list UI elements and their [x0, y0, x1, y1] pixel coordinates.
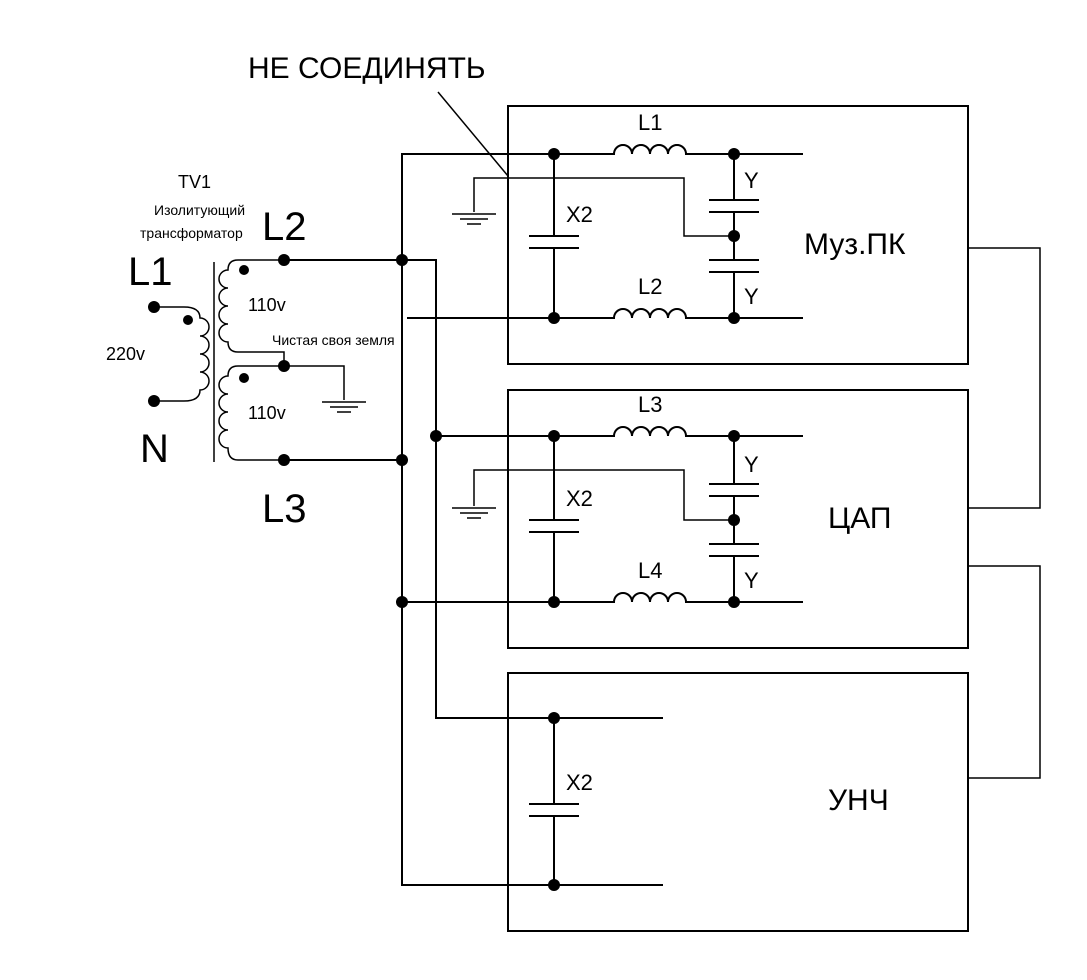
music-pc-title: Муз.ПК — [804, 228, 906, 261]
amplifier-enclosure — [507, 672, 969, 932]
music-pc-x2-label: X2 — [566, 202, 593, 227]
transformer-tv1: TV1 Изолитующий трансформатор L1 N 220v … — [106, 172, 395, 531]
dac-y-top-label: Y — [744, 452, 759, 477]
transformer-description-line1: Изолитующий — [154, 202, 245, 218]
primary-polarity-dot — [183, 315, 193, 325]
link-dac-to-amplifier — [968, 565, 1041, 779]
dac-ground-icon — [452, 507, 496, 519]
dac-inductor-bottom — [612, 592, 688, 604]
music-pc-enclosure — [507, 105, 969, 365]
dac-inductor-top-label: L3 — [638, 392, 662, 417]
music-pc-ground-icon — [452, 213, 496, 225]
secondary-upper-winding — [218, 259, 285, 366]
block-dac: ЦАП L3 L4 X2 Y Y — [452, 389, 969, 649]
music-pc-y-bottom-label: Y — [744, 284, 759, 309]
transformer-name: TV1 — [178, 172, 211, 192]
secondary-upper-polarity-dot — [239, 265, 249, 275]
warning-label: НЕ СОЕДИНЯТЬ — [248, 52, 486, 85]
music-pc-y-top-label: Y — [744, 168, 759, 193]
amplifier-title: УНЧ — [828, 784, 889, 817]
amplifier-x2-label: X2 — [566, 770, 593, 795]
secondary-upper-voltage-label: 110v — [248, 295, 286, 315]
clean-ground-label: Чистая своя земля — [272, 332, 395, 348]
dac-x2-label: X2 — [566, 486, 593, 511]
music-pc-ground-wire — [473, 177, 734, 237]
terminal-l2-label: L2 — [262, 205, 307, 249]
primary-voltage-label: 220v — [106, 344, 145, 364]
music-pc-inductor-bottom — [612, 308, 688, 320]
dac-inductor-bottom-label: L4 — [638, 558, 662, 583]
music-pc-inductor-bottom-label: L2 — [638, 274, 662, 299]
music-pc-inductor-top-label: L1 — [638, 110, 662, 135]
dac-enclosure — [507, 389, 969, 649]
link-music-pc-to-dac — [968, 247, 1041, 509]
secondary-lower-polarity-dot — [239, 373, 249, 383]
dac-y-bottom-label: Y — [744, 568, 759, 593]
terminal-l1-label: L1 — [128, 250, 173, 294]
dac-title: ЦАП — [828, 502, 891, 535]
center-tap-ground-wire — [284, 365, 345, 400]
secondary-lower-winding — [218, 365, 284, 461]
terminal-l3-label: L3 — [262, 487, 307, 531]
terminal-l1-dot — [148, 301, 160, 313]
block-music-pc: Муз.ПК L1 L2 X2 Y Y — [452, 105, 969, 365]
warning-leader-line — [437, 91, 509, 177]
chassis-links — [968, 247, 1041, 779]
dac-inductor-top — [612, 426, 688, 438]
primary-winding — [154, 306, 210, 402]
dac-ground-wire — [473, 469, 734, 521]
secondary-lower-voltage-label: 110v — [248, 403, 286, 423]
transformer-description-line2: трансформатор — [140, 225, 243, 241]
terminal-n-dot — [148, 395, 160, 407]
center-tap-ground-icon — [322, 401, 366, 413]
terminal-n-label: N — [140, 427, 169, 471]
block-amplifier: УНЧ X2 — [507, 672, 969, 932]
